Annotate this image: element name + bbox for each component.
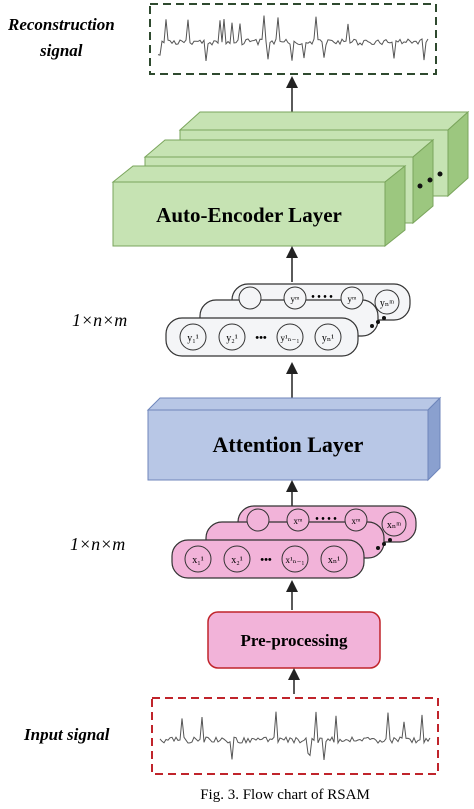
y-front-node-4: yₙ¹ <box>322 333 334 344</box>
svg-text:• • • •: • • • • <box>311 292 333 303</box>
output-label-line1: Reconstruction <box>7 15 115 34</box>
input-signal-label: Input signal <box>23 725 110 744</box>
svg-text:• • • •: • • • • <box>315 514 337 525</box>
figure-caption: Fig. 3. Flow chart of RSAM <box>200 787 370 803</box>
y-front-node-1: y₁¹ <box>187 333 198 344</box>
dim-label-x: 1×n×m <box>70 534 125 554</box>
y-back-node-2: yᵐ <box>348 294 358 304</box>
x-front-node-4: xₙ¹ <box>328 555 340 566</box>
autoencoder-stack <box>111 110 470 248</box>
y-ellipsis: ••• <box>255 332 267 344</box>
y-front-node-3: y¹ₙ₋₁ <box>281 333 300 343</box>
y-front-pill <box>165 317 359 357</box>
output-waveform <box>157 15 429 62</box>
x-back-node-1: xᵐ <box>294 516 304 526</box>
x-vector-stack: xᵐ xᵐ xₙᵐ • • • • x₁¹ x₂¹ x¹ₙ₋₁ xₙ¹ ••• <box>171 505 417 579</box>
y-vector-stack: yᵐ yᵐ yₙᵐ • • • • y₁¹ y₂¹ y¹ₙ₋₁ yₙ¹ ••• <box>165 283 411 357</box>
output-signal-box <box>149 3 437 75</box>
x-back-node-3: xₙᵐ <box>387 520 401 531</box>
dim-label-y: 1×n×m <box>72 310 127 330</box>
x-front-node-1: x₁¹ <box>192 555 203 566</box>
y-front-node-2: y₂¹ <box>226 333 237 344</box>
x-front-node-3: x¹ₙ₋₁ <box>286 555 305 565</box>
x-ellipsis: ••• <box>260 554 272 566</box>
input-waveform <box>159 711 431 761</box>
y-back-node-3: yₙᵐ <box>380 298 394 309</box>
attention-layer-box <box>146 396 442 482</box>
input-signal-box <box>151 697 439 775</box>
y-back-node-1: yᵐ <box>291 294 301 304</box>
autoencoder-layer-label: Auto-Encoder Layer <box>156 203 342 227</box>
x-front-node-2: x₂¹ <box>231 555 242 566</box>
x-back-node-2: xᵐ <box>352 516 362 526</box>
output-label-line2: signal <box>39 41 83 60</box>
attention-layer-label: Attention Layer <box>213 432 364 457</box>
preprocessing-label: Pre-processing <box>240 631 348 650</box>
x-front-pill <box>171 539 365 579</box>
